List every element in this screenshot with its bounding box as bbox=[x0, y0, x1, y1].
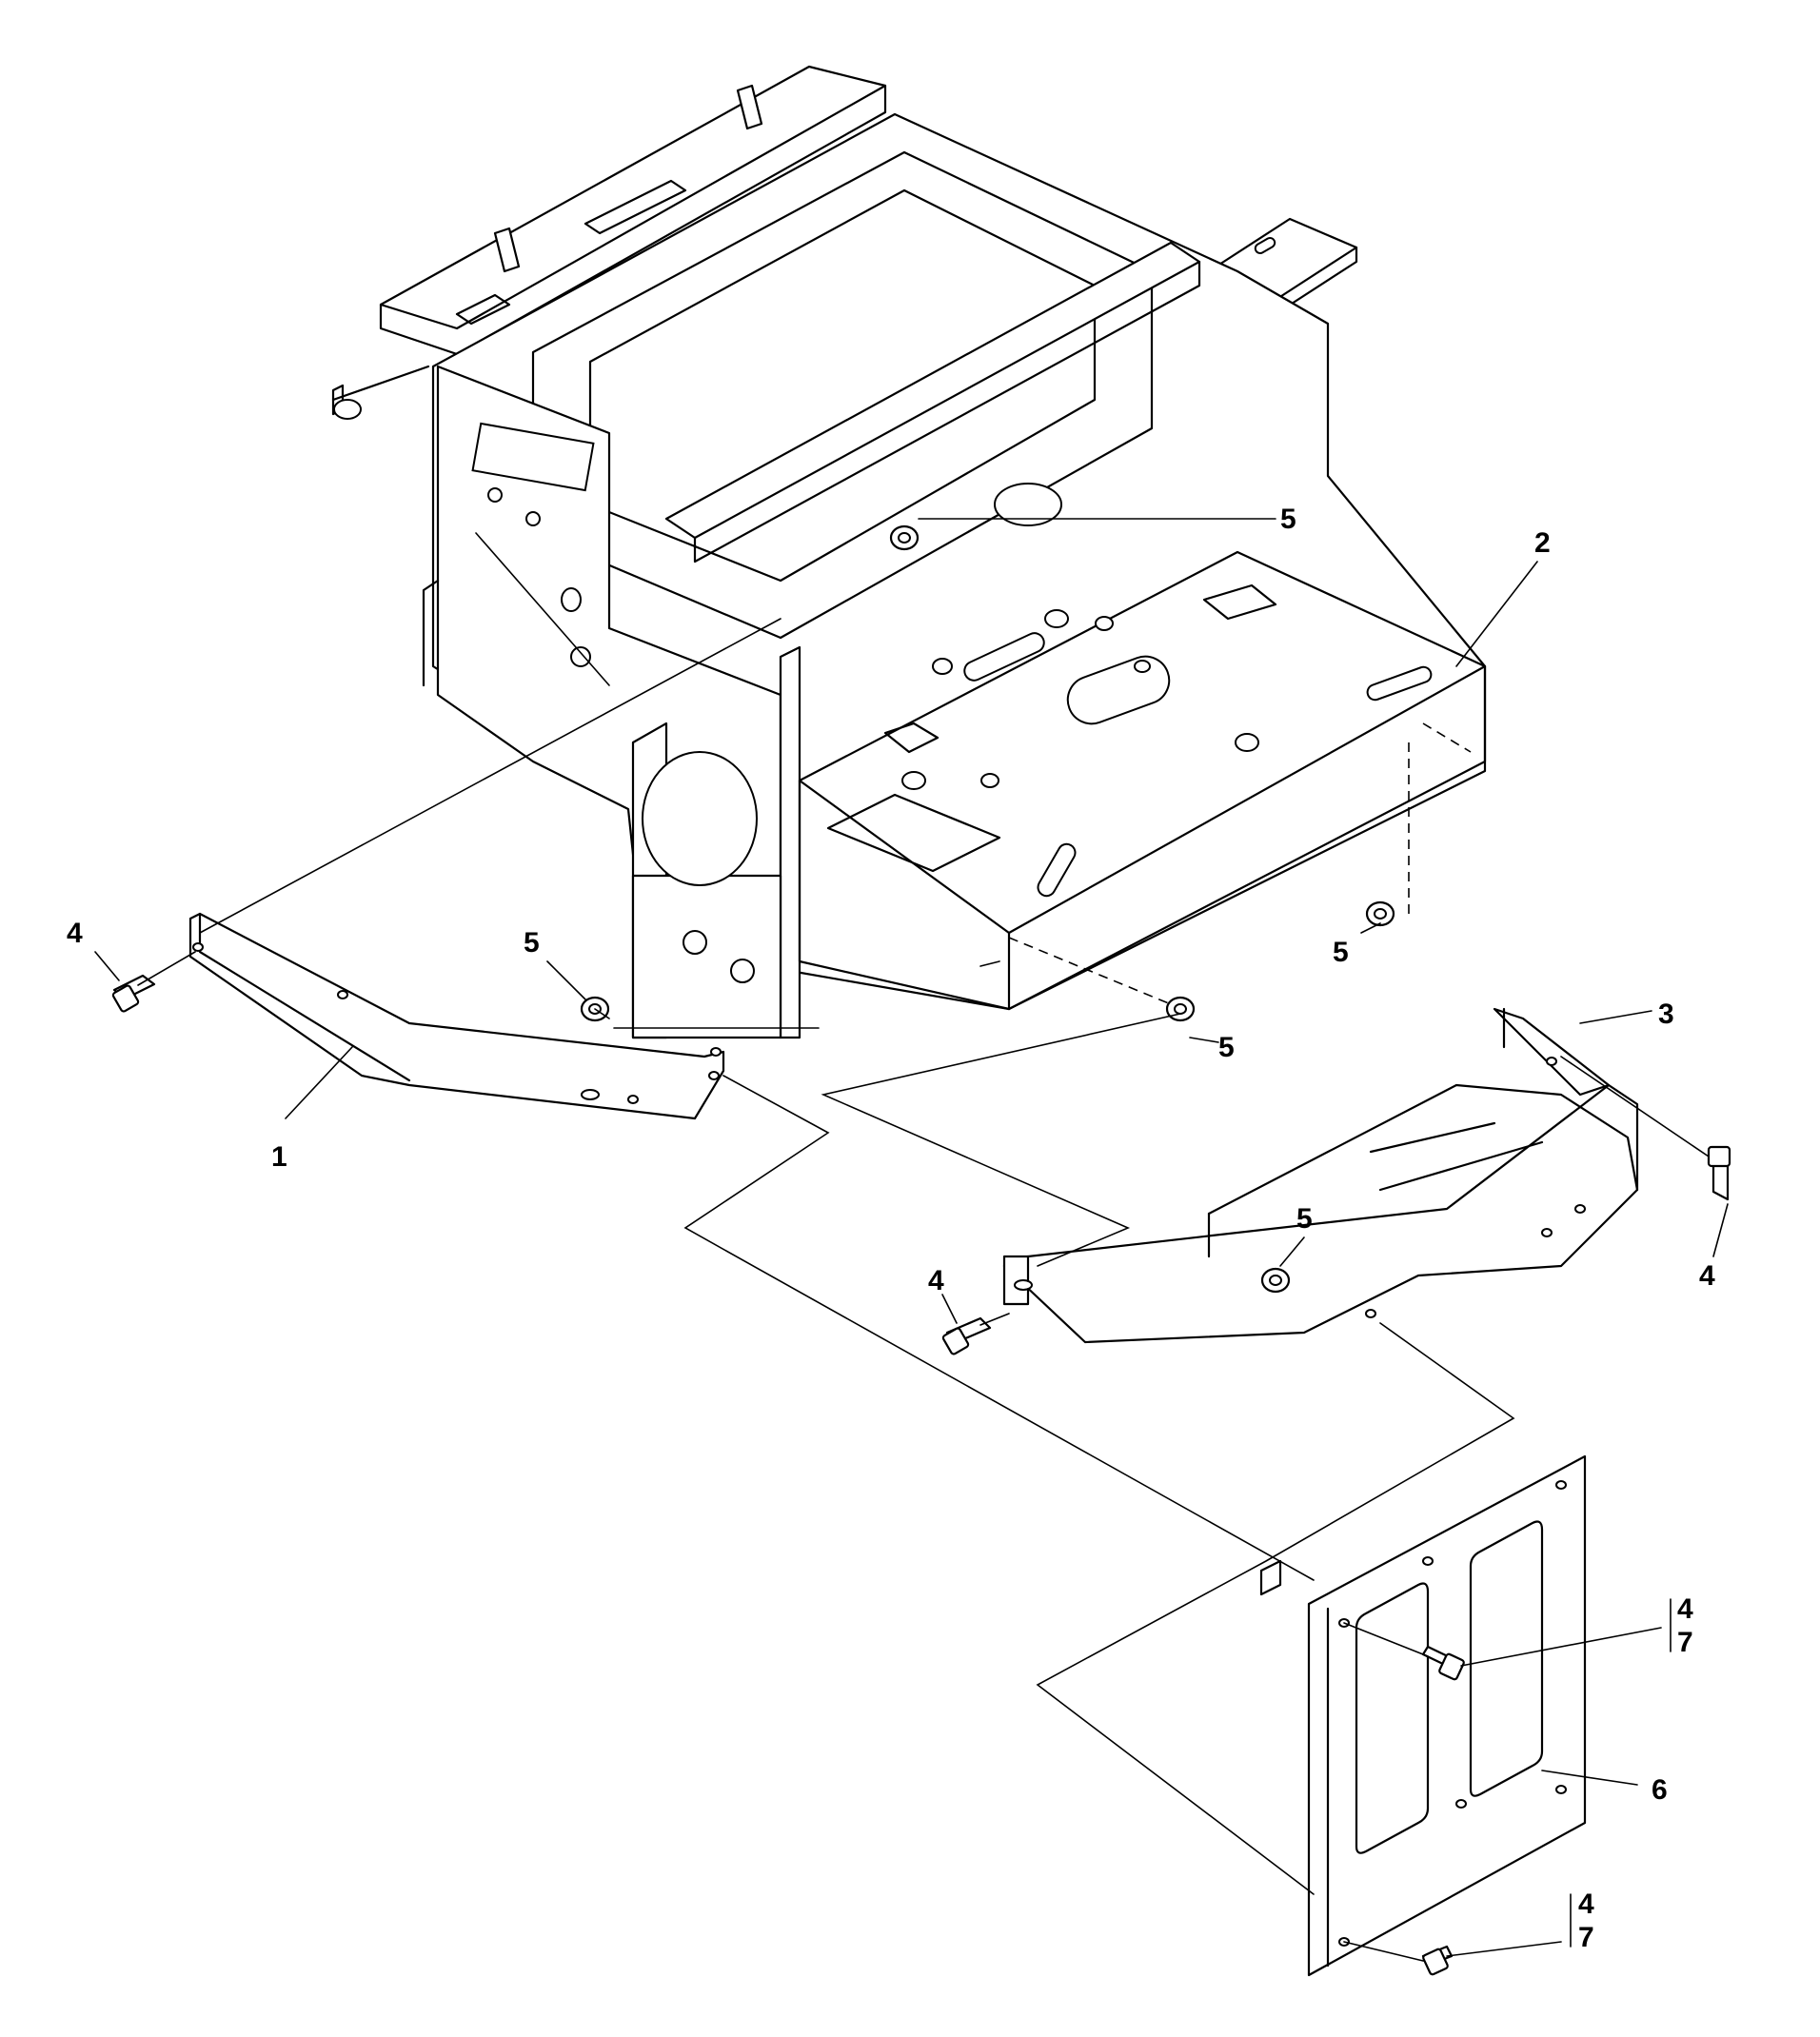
callout-labels: 1 2 3 4 4 4 4 7 4 7 5 5 5 5 5 6 bbox=[67, 504, 1715, 1953]
callout-item-5-bracket1: 5 bbox=[524, 927, 540, 959]
callout-item-7-plate-lower: 7 bbox=[1578, 1922, 1594, 1953]
right-support-bracket bbox=[1002, 1007, 1639, 1344]
bolt-plate-lower bbox=[1421, 1945, 1454, 1976]
callout-item-5-top: 5 bbox=[1280, 504, 1296, 535]
callout-item-6: 6 bbox=[1652, 1774, 1668, 1806]
callout-item-4-right: 4 bbox=[1699, 1260, 1715, 1292]
main-frame-assembly bbox=[331, 65, 1487, 1039]
left-support-bracket bbox=[188, 912, 725, 1120]
callout-item-4-plate-upper: 4 bbox=[1677, 1593, 1693, 1625]
leader-lines bbox=[94, 518, 1729, 1957]
cover-plate bbox=[1259, 1454, 1587, 1977]
callout-item-4-mid: 4 bbox=[928, 1265, 944, 1296]
callout-item-2: 2 bbox=[1534, 527, 1551, 559]
bolt-right bbox=[1707, 1145, 1731, 1201]
bolt-left bbox=[111, 974, 156, 1013]
callout-item-1: 1 bbox=[271, 1141, 287, 1173]
bolt-mid bbox=[941, 1316, 992, 1355]
callout-item-5-right-upper: 5 bbox=[1333, 937, 1349, 968]
callout-item-3: 3 bbox=[1658, 999, 1674, 1030]
callout-item-4-plate-lower: 4 bbox=[1578, 1889, 1594, 1920]
callout-item-4-left: 4 bbox=[67, 918, 83, 949]
callout-item-5-center: 5 bbox=[1218, 1032, 1235, 1063]
assembly-lines bbox=[137, 532, 1710, 1962]
bolt-plate-upper bbox=[1421, 1645, 1465, 1681]
callout-item-5-bracket3: 5 bbox=[1296, 1203, 1313, 1235]
callout-item-7-plate-upper: 7 bbox=[1677, 1627, 1693, 1658]
